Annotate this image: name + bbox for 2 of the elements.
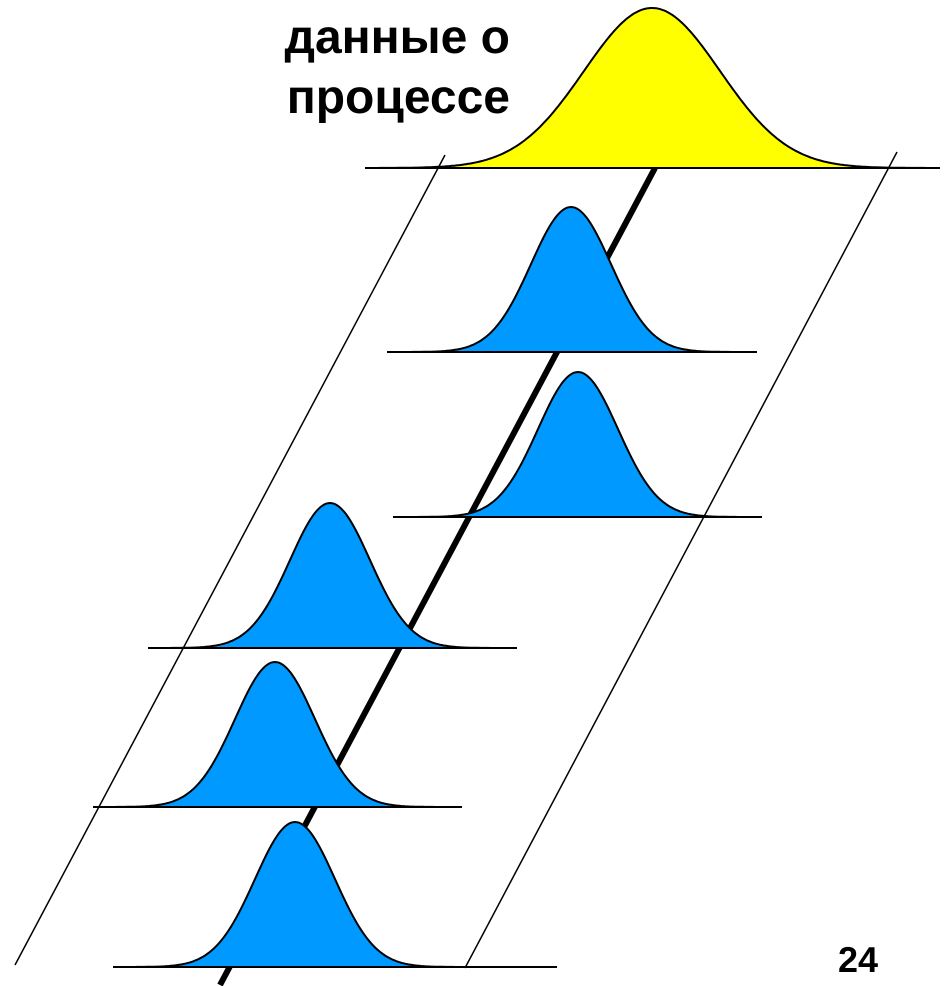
process-data-heading: данные о процессе <box>284 10 510 126</box>
page-number: 24 <box>838 940 878 980</box>
